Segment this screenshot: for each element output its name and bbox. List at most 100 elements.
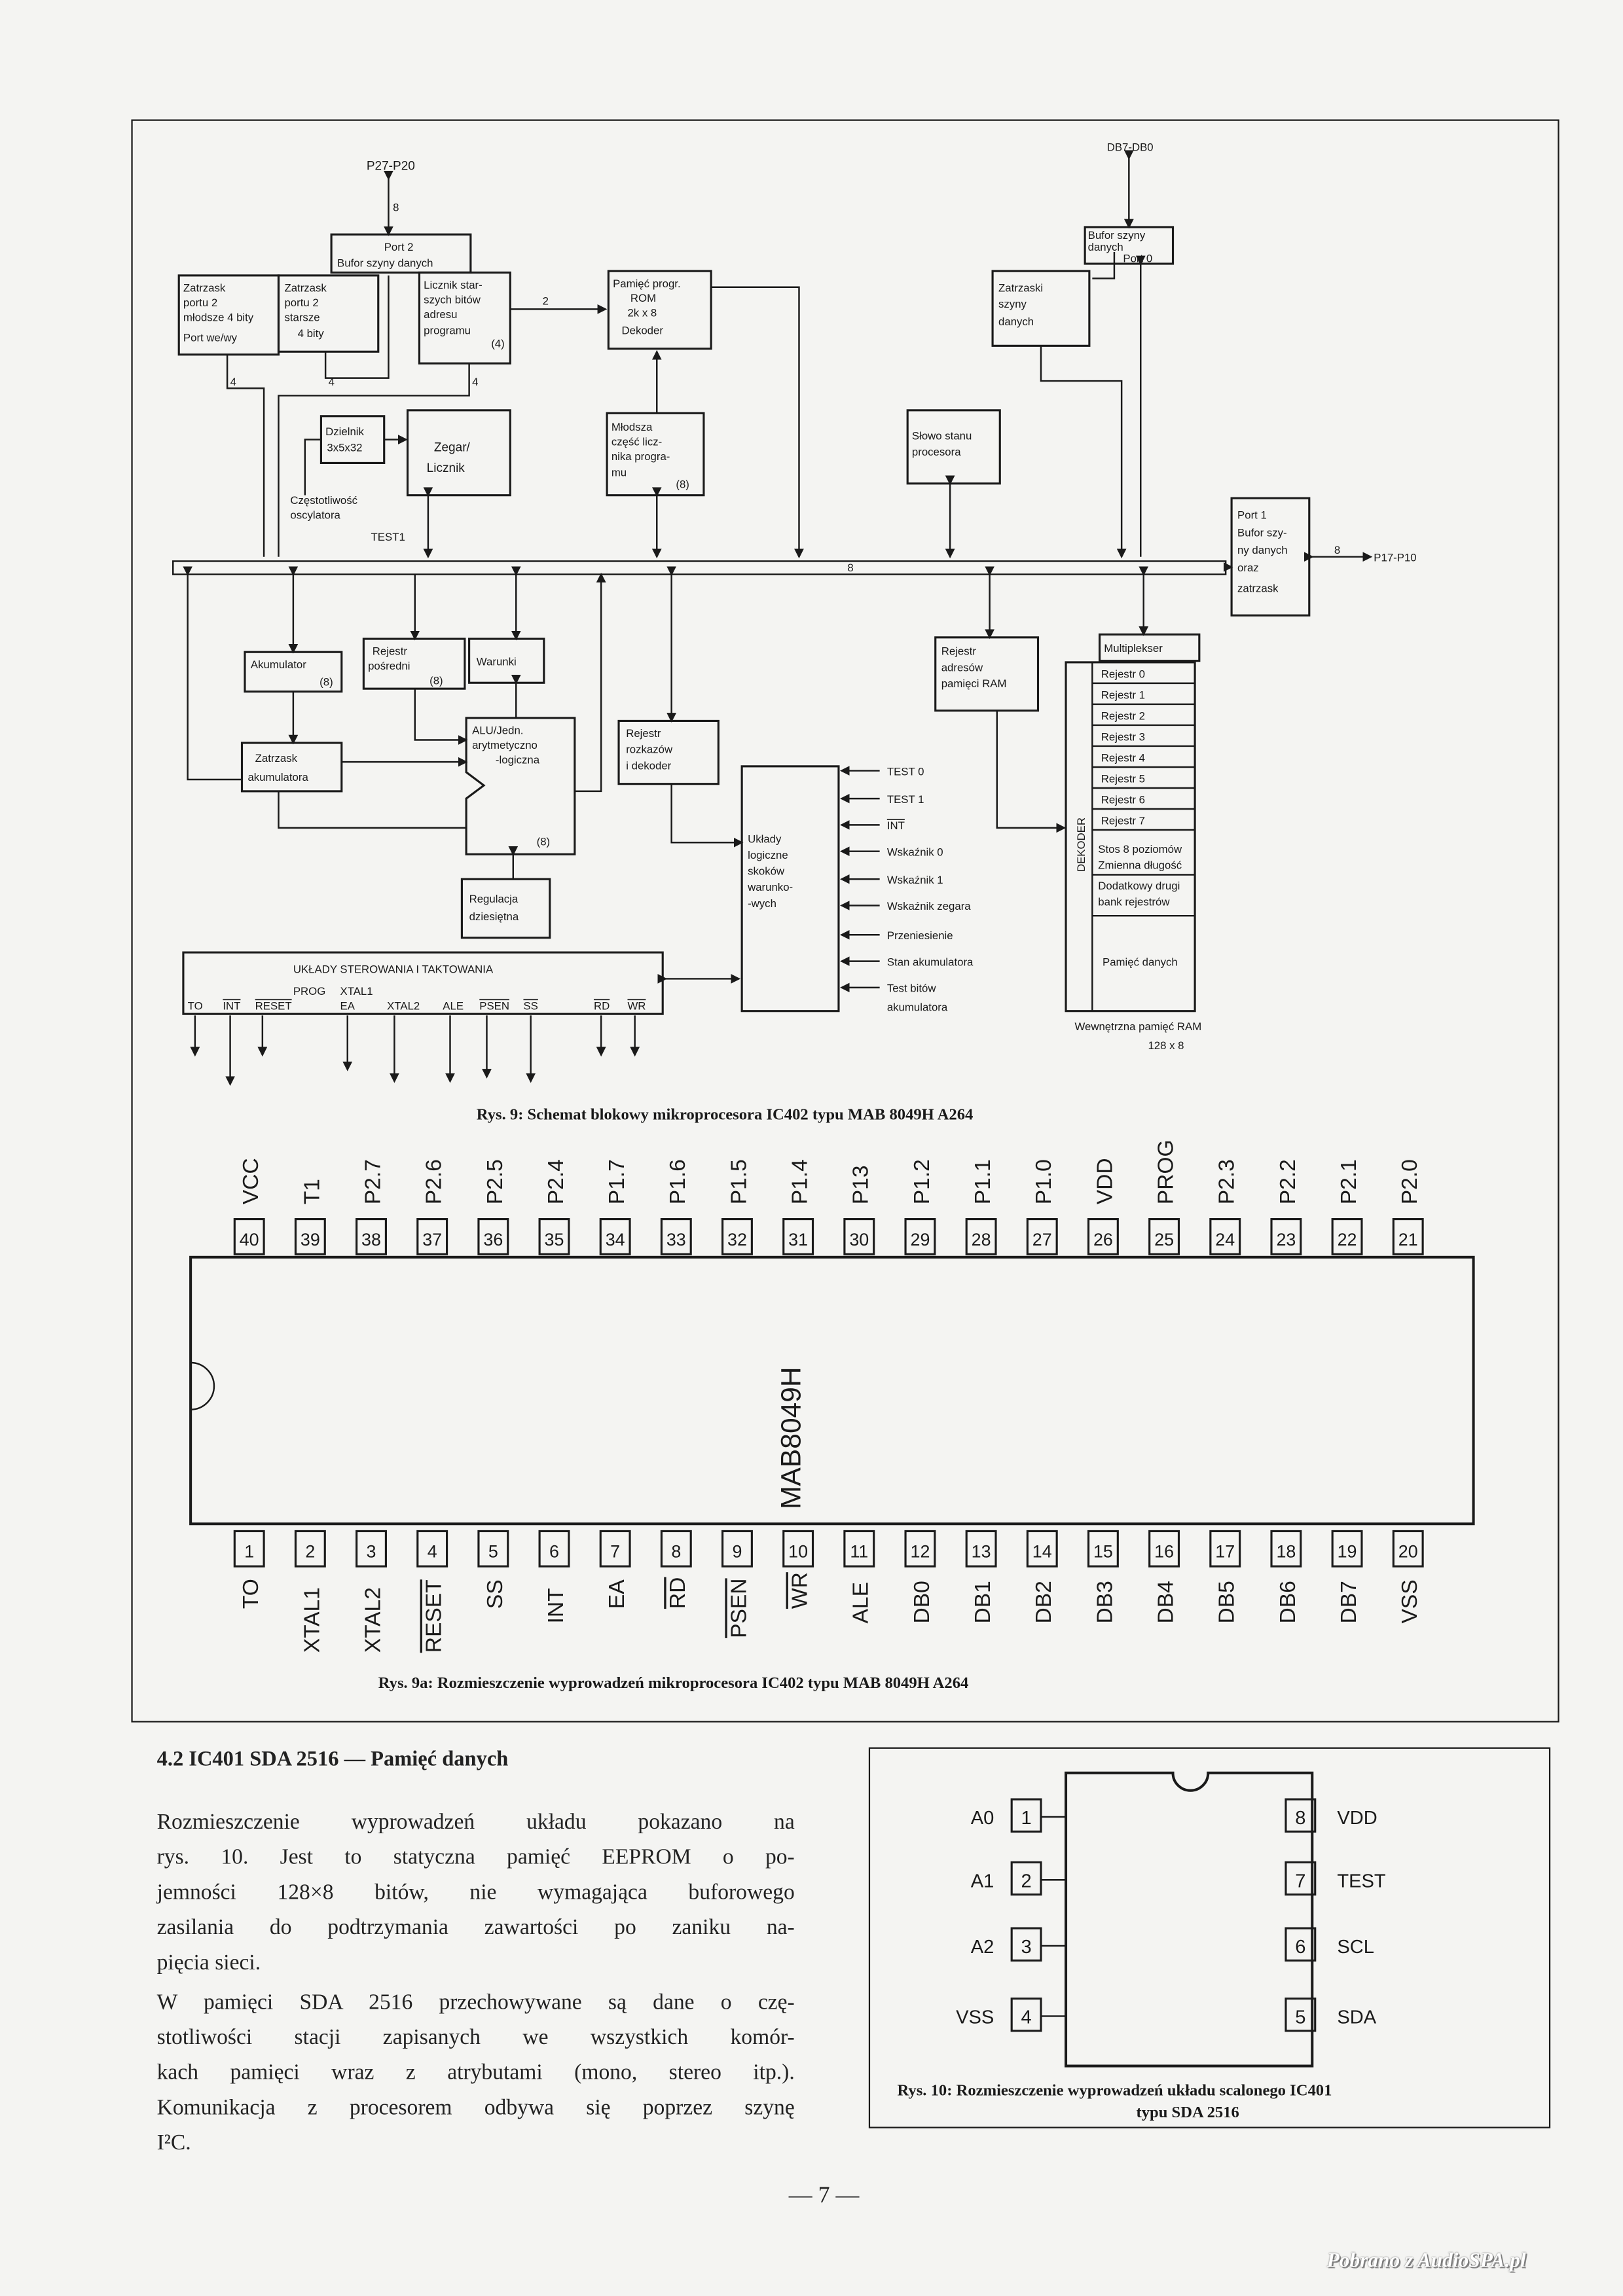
svg-text:akumulatora: akumulatora <box>247 771 308 783</box>
temp-alu-arrow <box>414 689 468 745</box>
svg-text:3x5x32: 3x5x32 <box>327 442 362 454</box>
pin-box <box>782 1218 814 1255</box>
svg-text:PROG: PROG <box>293 985 325 997</box>
pin-label: P1.1 <box>971 1159 995 1204</box>
bus-width-label: 8 <box>847 562 853 574</box>
svg-text:adresu: adresu <box>424 308 457 321</box>
svg-text:Port 2: Port 2 <box>384 241 414 253</box>
pin-box <box>294 1218 326 1255</box>
osc-line <box>304 439 321 495</box>
pin-label: DB3 <box>1093 1581 1117 1623</box>
pin-label: DB0 <box>910 1581 934 1623</box>
pin-number: 23 <box>1276 1230 1296 1249</box>
instr-jump-arrow <box>670 783 744 848</box>
figure-frame <box>131 119 1559 1723</box>
accumulator-block: Akumulator (8) <box>244 651 343 693</box>
control-signal-label: INT <box>223 999 240 1012</box>
svg-text:Rejestr: Rejestr <box>373 645 408 658</box>
multiplexer-block: Multiplekser <box>1098 633 1201 662</box>
pin-box <box>782 1530 814 1568</box>
port2-latch-high-block: Zatrzask portu 2 starsze 4 bity <box>277 274 380 353</box>
timer-counter-block: Zegar/ Licznik <box>406 409 511 497</box>
pin-label: TO <box>239 1579 263 1609</box>
pin-number: 3 <box>367 1542 376 1562</box>
pin-number: 30 <box>849 1230 869 1249</box>
pin-label: SDA <box>1337 2007 1376 2028</box>
svg-text:mu: mu <box>611 467 627 479</box>
pin-number: 34 <box>606 1230 625 1249</box>
pin-box <box>1010 1861 1042 1896</box>
svg-text:UKŁADY STEROWANIA I TAKTOWANIA: UKŁADY STEROWANIA I TAKTOWANIA <box>293 963 494 975</box>
pin-number: 1 <box>244 1542 254 1562</box>
jump-input-label: INT <box>887 819 905 832</box>
pin-box <box>1026 1218 1058 1255</box>
pin-box <box>1392 1530 1424 1568</box>
pin-label: VSS <box>956 2007 994 2028</box>
pin-label: SCL <box>1337 1937 1374 1958</box>
svg-text:Dzielnik: Dzielnik <box>325 425 364 438</box>
pin-number: 3 <box>1021 1937 1031 1958</box>
svg-text:Młodsza: Młodsza <box>611 421 653 433</box>
svg-text:zatrzask: zatrzask <box>1237 582 1279 594</box>
text-line: jemności 128×8 bitów, nie wymagająca buf… <box>156 1881 795 1905</box>
pin-label: A1 <box>971 1871 994 1892</box>
pin-box <box>538 1530 570 1568</box>
svg-text:portu 2: portu 2 <box>284 296 318 309</box>
pin-label: VSS <box>1398 1579 1422 1623</box>
pin-number: 6 <box>1295 1937 1305 1958</box>
pin-label: A0 <box>971 1808 994 1829</box>
ram-size-label: 128 x 8 <box>1148 1039 1184 1052</box>
pin-label: RD <box>666 1577 690 1609</box>
pin-number: 7 <box>1295 1871 1305 1892</box>
pc-high-block: Licznik star- szych bitów adresu program… <box>418 271 511 365</box>
svg-text:ROM: ROM <box>630 292 656 304</box>
pin-label: VCC <box>239 1158 263 1204</box>
chip-notch <box>191 1361 215 1410</box>
status-word-block: Słowo stanu procesora <box>906 409 1001 485</box>
pin-label: P1.2 <box>910 1159 934 1204</box>
port2-internal-bus <box>278 363 470 557</box>
rom-block: Pamięć progr. ROM 2k x 8 Dekoder <box>607 270 712 350</box>
register-row: Rejestr 6 <box>1101 793 1145 806</box>
control-signal-label: RESET <box>255 999 292 1012</box>
pin-box <box>416 1530 448 1568</box>
svg-text:nika progra-: nika progra- <box>611 450 670 463</box>
svg-text:rozkazów: rozkazów <box>626 744 673 756</box>
svg-text:ALU/Jedn.: ALU/Jedn. <box>472 725 523 737</box>
pin-number: 1 <box>1021 1808 1031 1829</box>
svg-text:Regulacja: Regulacja <box>469 893 519 905</box>
bus-width-label: 4 <box>230 376 236 388</box>
pin-box <box>721 1530 753 1568</box>
register-row: Rejestr 5 <box>1101 772 1145 785</box>
pin-label: P2.7 <box>361 1159 385 1204</box>
pin-box <box>416 1218 448 1255</box>
pin-number: 39 <box>301 1230 320 1249</box>
instruction-register-block: Rejestr rozkazów i dekoder <box>617 719 720 785</box>
pin-box <box>1148 1218 1180 1255</box>
pin-label: P1.6 <box>666 1159 690 1204</box>
pin-number: 26 <box>1093 1230 1113 1249</box>
svg-text:Zatrzask: Zatrzask <box>284 282 327 295</box>
figure9a-caption: Rys. 9a: Rozmieszczenie wyprowadzeń mikr… <box>378 1674 969 1692</box>
pin-number: 27 <box>1032 1230 1052 1249</box>
svg-text:logiczne: logiczne <box>748 849 788 861</box>
svg-text:Zegar/: Zegar/ <box>434 441 471 455</box>
pin-box <box>1148 1530 1180 1568</box>
jump-input-label: TEST 1 <box>887 793 924 806</box>
text-line: Rozmieszczenie wyprowadzeń układu pokaza… <box>156 1811 795 1835</box>
pin-number: 11 <box>850 1542 868 1562</box>
svg-text:Rejestr: Rejestr <box>626 727 661 740</box>
pin-box <box>233 1218 265 1255</box>
pin-box <box>965 1218 997 1255</box>
pin-number: 5 <box>1295 2007 1305 2028</box>
pin-label: RESET <box>422 1579 447 1653</box>
svg-text:szych bitów: szych bitów <box>424 293 481 306</box>
jump-input-label: Przeniesienie <box>887 929 953 942</box>
pin-label: ALE <box>849 1582 873 1623</box>
pin-box <box>294 1530 326 1568</box>
acc-latch-block: Zatrzask akumulatora <box>240 742 343 793</box>
jump-input-label: Wskaźnik zegara <box>887 900 971 912</box>
pin-number: 8 <box>671 1542 681 1562</box>
